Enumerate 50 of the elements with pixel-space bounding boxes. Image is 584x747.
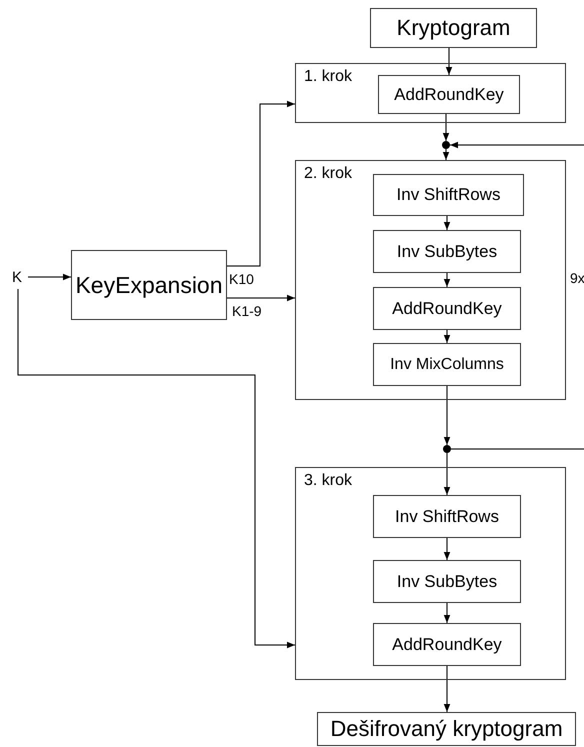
input-label: K bbox=[12, 268, 22, 286]
process-box bbox=[373, 495, 521, 538]
arrow bbox=[444, 216, 450, 230]
arrow bbox=[444, 452, 450, 496]
box-label: Dešifrovaný kryptogram bbox=[330, 716, 563, 742]
process-box bbox=[373, 174, 524, 216]
box-label: Inv ShiftRows bbox=[396, 185, 500, 205]
edge-label: K1-9 bbox=[232, 304, 262, 320]
process-box bbox=[378, 75, 520, 114]
arrow bbox=[444, 330, 450, 344]
arrow bbox=[444, 386, 450, 446]
arrow bbox=[444, 602, 450, 624]
box-label: Kryptogram bbox=[396, 15, 510, 41]
arrow bbox=[444, 538, 450, 560]
arrow bbox=[226, 100, 296, 266]
arrow bbox=[18, 288, 296, 648]
step-frame bbox=[295, 467, 566, 680]
process-box bbox=[373, 343, 521, 386]
process-box bbox=[71, 250, 227, 320]
process-box bbox=[373, 560, 521, 603]
process-box bbox=[373, 230, 521, 273]
arrow bbox=[28, 274, 72, 280]
arrow bbox=[450, 142, 584, 148]
step-frame bbox=[295, 63, 566, 123]
junction-dot bbox=[442, 141, 450, 149]
process-box bbox=[373, 287, 521, 330]
junction-dot bbox=[443, 445, 451, 453]
box-label: AddRoundKey bbox=[392, 298, 502, 318]
process-box bbox=[373, 623, 521, 666]
step-heading: 2. krok bbox=[304, 165, 352, 183]
box-label: AddRoundKey bbox=[394, 84, 504, 104]
arrow bbox=[446, 48, 452, 76]
process-box bbox=[317, 712, 576, 746]
box-label: KeyExpansion bbox=[75, 272, 223, 298]
box-label: Inv ShiftRows bbox=[395, 506, 499, 526]
arrow bbox=[444, 272, 450, 288]
step-heading: 1. krok bbox=[304, 68, 352, 86]
step-frame bbox=[295, 160, 566, 400]
arrow bbox=[442, 114, 450, 142]
box-label: Inv MixColumns bbox=[390, 356, 504, 374]
box-label: Inv SubBytes bbox=[396, 572, 498, 592]
arrow bbox=[444, 666, 450, 712]
connector-line bbox=[450, 448, 584, 450]
step-heading: 3. krok bbox=[304, 472, 352, 490]
arrow bbox=[442, 148, 450, 160]
arrow bbox=[226, 294, 296, 302]
box-label: AddRoundKey bbox=[392, 634, 502, 654]
edge-label: K10 bbox=[229, 272, 254, 288]
box-label: Inv SubBytes bbox=[396, 242, 498, 262]
process-box bbox=[370, 8, 537, 48]
